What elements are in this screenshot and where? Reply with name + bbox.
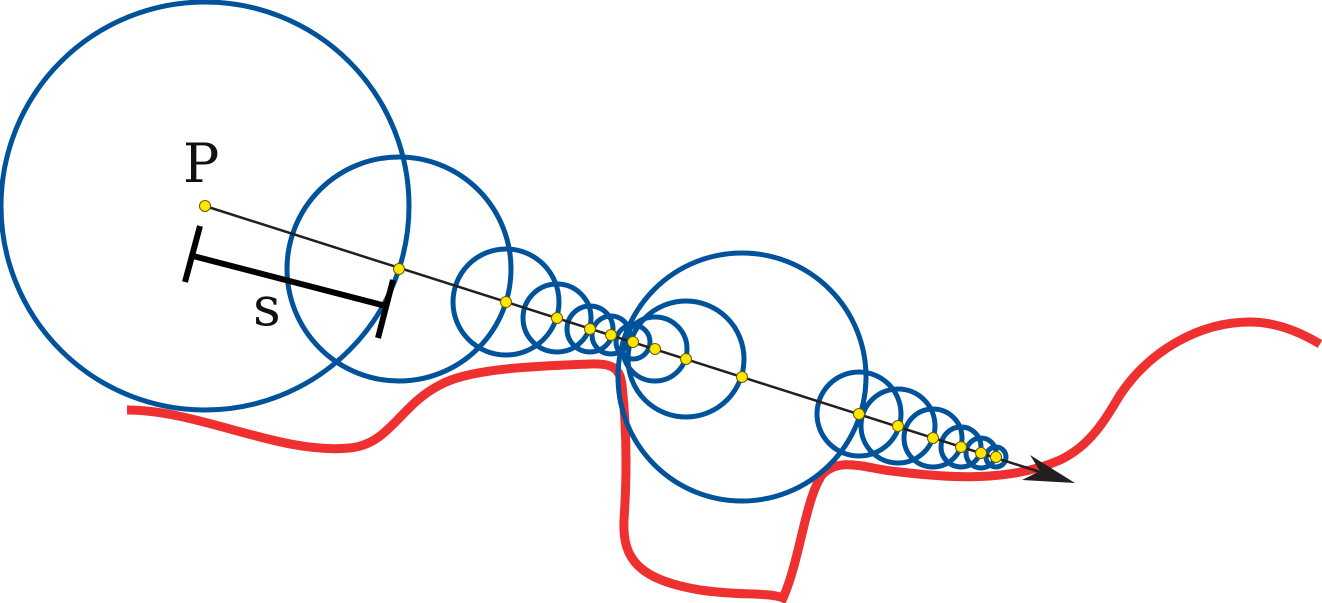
sample-point bbox=[584, 323, 596, 335]
point-label: P bbox=[183, 132, 219, 195]
sample-point bbox=[680, 353, 692, 365]
sample-point bbox=[649, 343, 661, 355]
distance-circle bbox=[564, 303, 616, 355]
distance-circle bbox=[814, 369, 904, 459]
distance-circle bbox=[589, 313, 633, 357]
distance-circle bbox=[625, 298, 747, 420]
sample-point bbox=[927, 432, 939, 444]
distance-circle bbox=[901, 406, 965, 470]
sample-point bbox=[955, 441, 967, 453]
sample-point bbox=[736, 371, 748, 383]
distance-label: s bbox=[253, 275, 281, 338]
ray-arrowhead bbox=[1022, 455, 1075, 483]
distance-circle bbox=[0, 0, 412, 413]
sample-point bbox=[853, 408, 865, 420]
distance-circle bbox=[450, 246, 562, 358]
sample-point bbox=[892, 420, 904, 432]
distance-circle bbox=[615, 250, 869, 504]
sample-point bbox=[551, 312, 563, 324]
sample-point bbox=[990, 451, 1002, 463]
sample-point bbox=[393, 263, 405, 275]
distance-circle bbox=[983, 444, 1009, 470]
sample-point bbox=[199, 200, 211, 212]
distance-circle bbox=[520, 281, 594, 355]
distance-circle bbox=[858, 386, 938, 466]
surface-curve bbox=[126, 317, 1322, 603]
sample-point bbox=[500, 296, 512, 308]
sample-point bbox=[975, 447, 987, 459]
sample-point bbox=[605, 329, 617, 341]
distance-bracket bbox=[182, 225, 396, 339]
distance-circles bbox=[0, 0, 1009, 504]
sample-points bbox=[199, 200, 1002, 463]
distance-circle bbox=[284, 154, 514, 384]
sample-point bbox=[627, 336, 639, 348]
